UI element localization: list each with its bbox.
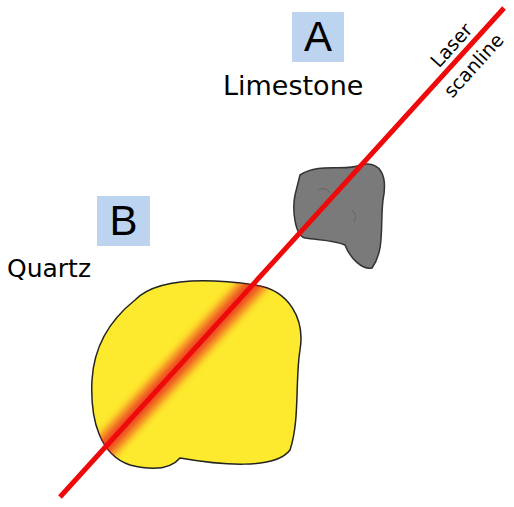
letter-box: A	[292, 12, 344, 62]
laser-label: Laser scanline	[414, 6, 511, 104]
box-letter: B	[109, 200, 137, 242]
letter-box: B	[97, 196, 150, 246]
laser-scanline	[60, 8, 504, 497]
limestone-rock	[294, 164, 385, 268]
box-letter: A	[304, 16, 332, 58]
rock-label: Quartz	[7, 254, 91, 284]
laser-glow	[60, 8, 504, 497]
rock-label: Limestone	[223, 70, 363, 102]
